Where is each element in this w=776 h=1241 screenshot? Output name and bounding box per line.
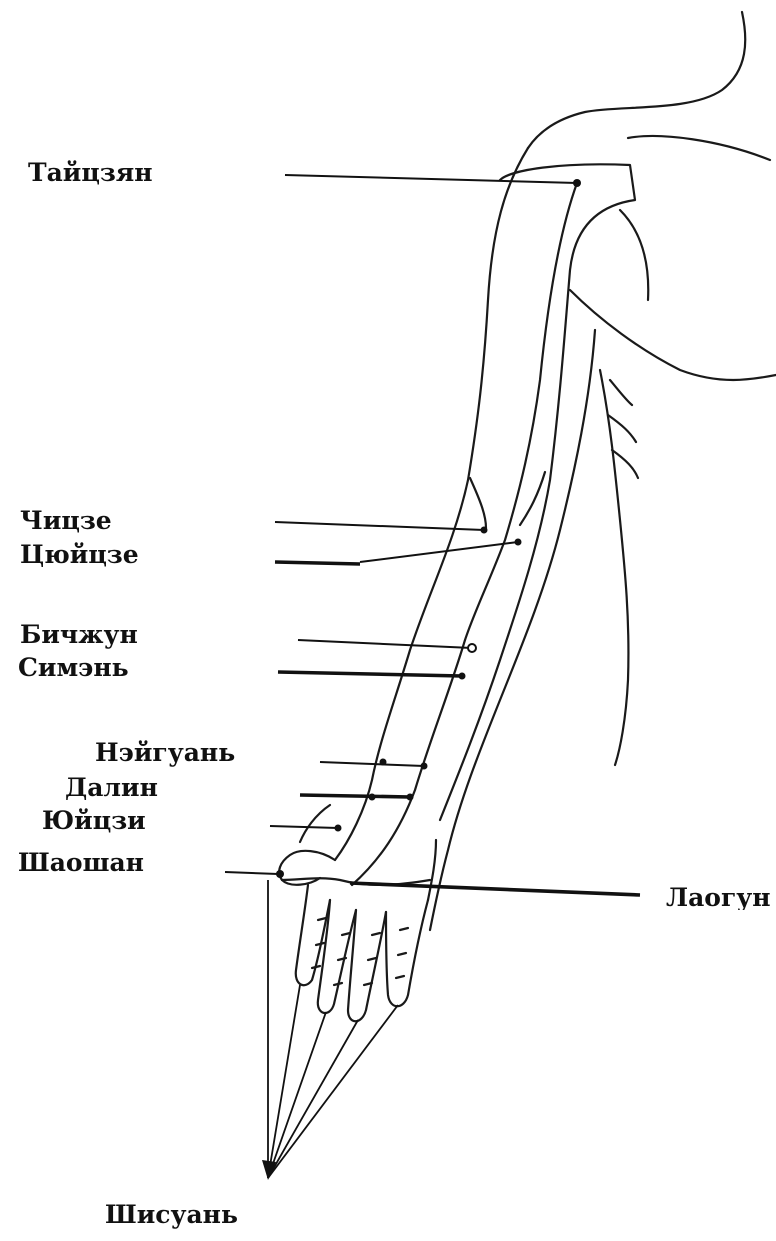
label-yuitszi: Юйцзи xyxy=(42,808,146,833)
leader-tsyuitsze xyxy=(360,542,518,562)
point-tsyuitsze xyxy=(515,539,522,546)
point-dalin-a xyxy=(369,794,376,801)
point-taitszyan xyxy=(573,179,581,187)
point-yuitszi xyxy=(335,825,342,832)
point-neiguan-a xyxy=(380,759,387,766)
label-shisuan: Шисуань xyxy=(105,1202,238,1227)
leader-chitsze xyxy=(275,522,484,530)
label-chitsze: Чицзе xyxy=(20,508,112,533)
point-bichzhun xyxy=(468,644,476,652)
label-shaoshan: Шаошан xyxy=(18,850,144,875)
leader-lines xyxy=(225,175,640,895)
label-taitszyan: Тайцзян xyxy=(28,160,153,185)
label-laogun: Лаогун xyxy=(666,885,776,910)
leader-simen xyxy=(278,672,462,676)
point-dalin xyxy=(407,794,414,801)
leader-laogun xyxy=(350,883,640,895)
point-neiguan xyxy=(421,763,428,770)
meridian-lines xyxy=(352,183,577,885)
leader-shaoshan xyxy=(225,872,278,874)
label-tsyuitsze: Цюйцзе xyxy=(20,542,139,567)
point-chitsze xyxy=(481,527,488,534)
arm-outline xyxy=(279,12,776,1021)
label-bichzhun: Бичжун xyxy=(20,622,138,647)
leader-dalin xyxy=(300,795,410,797)
point-shaoshan xyxy=(276,870,284,878)
label-neiguan: Нэйгуань xyxy=(95,740,235,765)
leader-neiguan xyxy=(320,762,424,766)
leader-taitszyan xyxy=(285,175,577,183)
leader-yuitszi xyxy=(270,826,338,828)
point-simen xyxy=(459,673,466,680)
shisuan-rays xyxy=(262,880,398,1180)
leader-bichzhun xyxy=(298,640,472,648)
leader-tsyuitsze-bold xyxy=(275,562,360,564)
label-dalin: Далин xyxy=(65,775,158,800)
label-simen: Симэнь xyxy=(18,655,129,680)
